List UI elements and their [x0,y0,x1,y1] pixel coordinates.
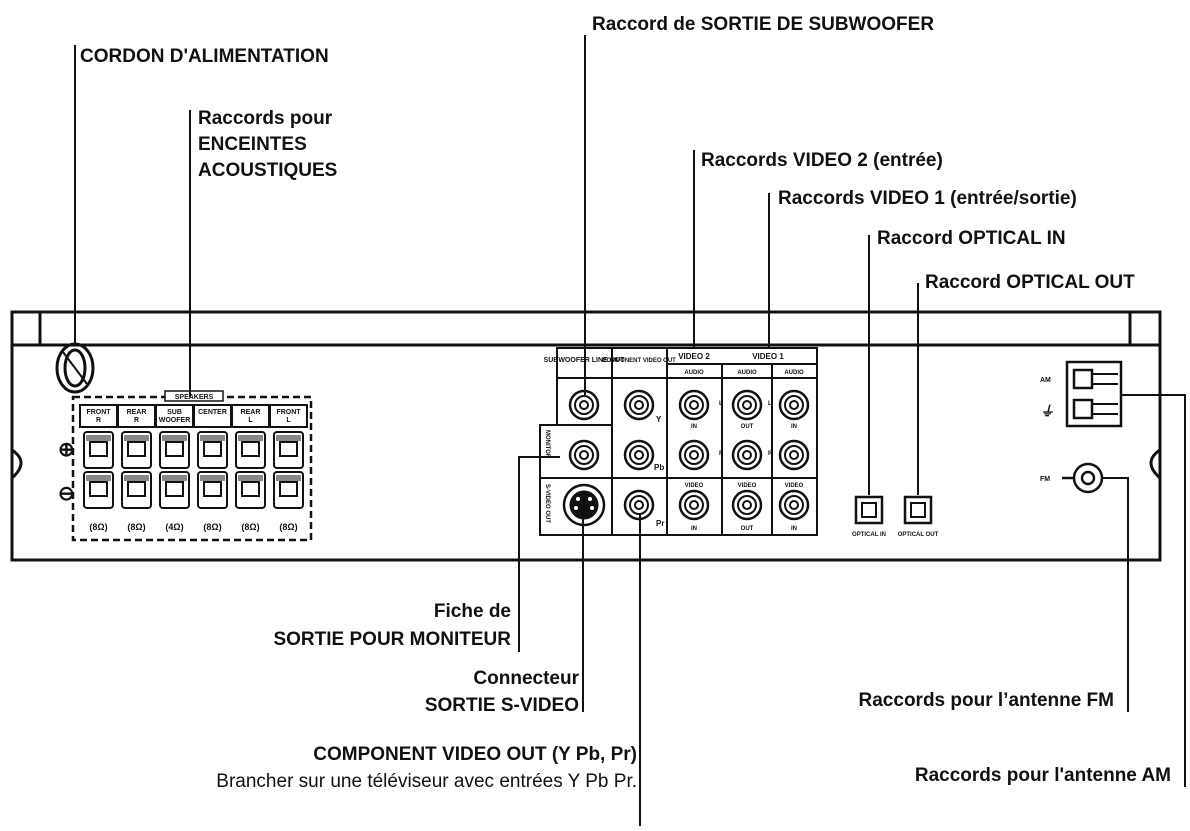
component-panel-header: COMPONENT VIDEO OUT [602,358,676,364]
speaker-terminal-3[interactable]: SUBWOOFER (4Ω) [155,404,194,532]
speaker-channel-label: L [248,417,253,424]
subwoofer-out-jack[interactable] [568,389,600,421]
l-label-2: L [768,401,772,407]
pb-label: Pb [654,463,664,472]
leader-lines [74,35,1186,826]
fm-panel-label: FM [1040,476,1050,483]
r-label-1: R [719,451,724,457]
speaker-terminals[interactable]: FRONTR(8Ω)REARR(8Ω)SUBWOOFER(4Ω)CENTER(8… [71,395,313,542]
fm-antenna-label: Raccords pour l’antenne FM [858,690,1114,711]
speaker-impedance-label: (8Ω) [127,522,145,532]
out-label-video1-video: OUT [741,526,754,532]
am-antenna-terminal[interactable] [1065,360,1123,428]
video2-audio-r-jack[interactable] [678,439,710,471]
video2-video-in-jack[interactable] [678,489,710,521]
speaker-channel-label: SUB [167,409,182,416]
audio-label-video2: AUDIO [684,370,704,376]
monitor-label-line2: SORTIE POUR MONITEUR [273,629,511,650]
speaker-label-line2: ENCEINTES [198,134,307,155]
video1-audio-in-r-jack[interactable] [778,439,810,471]
l-label-1: L [719,401,723,407]
video2-panel-header: VIDEO 2 [678,352,710,361]
speaker-label-line3: ACOUSTIQUES [198,160,338,181]
video-label-video1-out: VIDEO [738,483,757,489]
svideo-label-line2: SORTIE S-VIDEO [424,695,579,716]
video2-label: Raccords VIDEO 2 (entrée) [701,150,943,171]
video1-audio-out-r-jack[interactable] [731,439,763,471]
fm-antenna-terminal[interactable] [1062,462,1104,494]
optical-out-label: Raccord OPTICAL OUT [925,272,1135,293]
audio-label-video1-in: AUDIO [784,370,804,376]
component-title: COMPONENT VIDEO OUT (Y Pb, Pr) [313,744,637,765]
optical-out-panel-label: OPTICAL OUT [898,532,939,538]
speaker-channel-label: R [134,417,139,424]
positive-terminal-symbol: ⊕ [58,439,75,461]
speaker-channel-label: R [96,417,101,424]
optical-in-panel-label: OPTICAL IN [852,532,886,538]
component-description: Brancher sur une téléviseur avec entrées… [216,771,637,792]
power-cord-connector[interactable] [55,342,95,394]
svideo-panel-label: S-VIDEO OUT [544,484,550,523]
video-label-video2: VIDEO [685,483,704,489]
ground-symbol: ⏚ [1040,403,1054,419]
video1-audio-in-l-jack[interactable] [778,389,810,421]
r-label-2: R [768,451,773,457]
speaker-channel-label: WOOFER [159,417,191,424]
speaker-channel-label: REAR [241,409,261,416]
video1-panel-header: VIDEO 1 [752,352,784,361]
speaker-impedance-label: (8Ω) [241,522,259,532]
speaker-impedance-label: (8Ω) [89,522,107,532]
am-antenna-label: Raccords pour l'antenne AM [914,765,1171,786]
speaker-terminal-4[interactable]: CENTER (8Ω) [193,404,232,532]
component-pr-jack[interactable] [623,489,655,521]
pr-label: Pr [656,519,664,528]
audio-label-video1-out: AUDIO [737,370,757,376]
in-label-video2-video: IN [691,526,697,532]
speaker-channel-label: CENTER [198,409,227,416]
component-pb-jack[interactable] [623,439,655,471]
video-label-video1-in: VIDEO [785,483,804,489]
svideo-label-line1: Connecteur [473,668,579,689]
optical-in-port[interactable] [854,495,884,525]
av-jack-panel [539,347,818,536]
monitor-panel-label: MONITOR [544,430,550,459]
video2-audio-l-jack[interactable] [678,389,710,421]
speakers-header: SPEAKERS [175,394,214,401]
optical-out-port[interactable] [903,495,933,525]
in-label-video1-video: IN [791,526,797,532]
video1-audio-out-l-jack[interactable] [731,389,763,421]
speaker-impedance-label: (8Ω) [203,522,221,532]
out-label-video1-audio: OUT [741,424,754,430]
speaker-impedance-label: (8Ω) [279,522,297,532]
subwoofer-out-label: Raccord de SORTIE DE SUBWOOFER [592,14,935,35]
in-label-video1-audio: IN [791,424,797,430]
power-cord-label: CORDON D'ALIMENTATION [80,46,329,67]
speaker-label-line1: Raccords pour [198,108,333,129]
am-panel-label: AM [1040,377,1051,384]
speaker-channel-label: L [286,417,291,424]
speaker-channel-label: REAR [127,409,147,416]
in-label-video2-audio: IN [691,424,697,430]
component-y-jack[interactable] [623,389,655,421]
video1-video-out-jack[interactable] [731,489,763,521]
speaker-impedance-label: (4Ω) [165,522,183,532]
video1-label: Raccords VIDEO 1 (entrée/sortie) [778,188,1077,209]
video1-video-in-jack[interactable] [778,489,810,521]
monitor-label-line1: Fiche de [433,601,511,622]
speaker-channel-label: FRONT [86,409,111,416]
negative-terminal-symbol: ⊖ [58,483,75,505]
monitor-out-jack[interactable] [568,439,600,471]
speaker-channel-label: FRONT [276,409,301,416]
y-label: Y [656,415,662,424]
s-video-out-jack[interactable] [562,483,606,527]
optical-in-label: Raccord OPTICAL IN [877,228,1066,249]
